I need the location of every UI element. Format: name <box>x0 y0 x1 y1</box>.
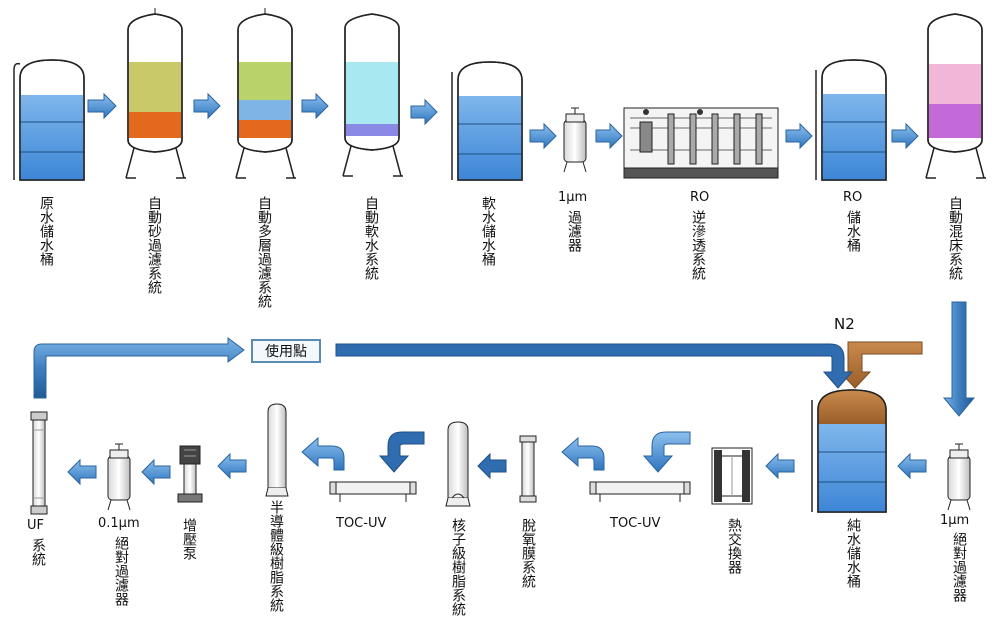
flow-arrow <box>217 452 247 480</box>
label-toc-uv-right: TOC-UV <box>610 516 661 531</box>
flow-arrow <box>67 458 97 486</box>
label-abs-filter-01um: 絕對過濾器 <box>113 536 129 606</box>
absolute-filter-1um <box>947 443 971 511</box>
label-abs-filter-01um-size: 0.1μm <box>98 516 140 531</box>
flow-arrow <box>410 98 438 126</box>
label-n2: N2 <box>834 315 855 333</box>
label-semiconductor-resin: 半導體級樹脂系統 <box>268 500 284 612</box>
label-softener: 自動軟水系統 <box>363 196 379 280</box>
label-soft-water-tank: 軟水儲水桶 <box>480 196 496 266</box>
label-filter-1um: 過濾器 <box>566 210 582 252</box>
label-raw-water-tank: 原水儲水桶 <box>38 196 54 266</box>
nuclear-resin-vessel <box>445 421 471 507</box>
flow-arrow <box>477 452 507 480</box>
label-abs-filter-1um: 絕對過濾器 <box>951 532 967 602</box>
ro-skid <box>623 107 779 179</box>
flow-arrow <box>141 458 171 486</box>
toc-uv-right-unit <box>561 431 691 502</box>
flow-arrow <box>529 122 557 150</box>
mixed-bed-vessel <box>925 13 986 179</box>
label-pure-water-tank: 純水儲水桶 <box>845 518 861 588</box>
flow-arrow <box>891 122 919 150</box>
flow-arrow <box>87 92 117 120</box>
label-toc-uv-left: TOC-UV <box>336 516 387 531</box>
label-mixed-bed: 自動混床系統 <box>947 196 963 280</box>
ro-water-tank <box>815 59 887 181</box>
absolute-filter-01um <box>107 443 131 511</box>
n2-pipe <box>838 341 923 389</box>
multimedia-filter-vessel <box>235 8 296 179</box>
toc-uv-left-unit <box>301 431 425 502</box>
label-sand-filter: 自動砂過濾系統 <box>146 196 162 294</box>
flow-arrow <box>765 452 795 480</box>
label-nuclear-resin: 核子級樹脂系統 <box>450 518 466 616</box>
label-multimedia-filter: 自動多層過濾系統 <box>256 196 272 308</box>
cartridge-filter-top <box>563 107 587 173</box>
flow-arrow <box>301 92 329 120</box>
label-abs-filter-1um-size: 1μm <box>940 513 970 528</box>
label-uf-system: 系統 <box>30 538 46 566</box>
label-ro-tank: 儲水桶 <box>845 210 861 252</box>
label-degas-membrane: 脫氧膜系統 <box>520 518 536 588</box>
flow-arrow <box>595 122 623 150</box>
label-ro-system: 逆滲透系統 <box>690 210 706 280</box>
flow-arrow-down <box>942 301 976 417</box>
semiconductor-resin-vessel <box>265 403 289 497</box>
label-booster-pump: 增壓泵 <box>181 518 197 560</box>
return-loop-pipe <box>33 337 854 399</box>
label-ro-tank-abbr: RO <box>843 190 863 205</box>
degas-membrane <box>519 435 537 503</box>
label-heat-exchanger: 熱交換器 <box>726 518 742 574</box>
soft-water-tank <box>451 61 523 181</box>
uf-module <box>30 411 48 515</box>
flow-arrow <box>785 122 813 150</box>
pure-water-tank <box>811 389 887 513</box>
label-ro-abbr: RO <box>690 190 710 205</box>
flow-arrow <box>193 92 221 120</box>
flow-arrow <box>897 452 927 480</box>
heat-exchanger-unit <box>711 447 753 505</box>
sand-filter-vessel <box>125 8 186 179</box>
use-point-box: 使用點 <box>251 339 321 363</box>
label-filter-1um-size: 1μm <box>558 190 588 205</box>
raw-water-tank <box>13 59 85 181</box>
booster-pump <box>177 445 203 503</box>
label-uf-abbr: UF <box>27 518 44 533</box>
softener-vessel <box>342 13 403 177</box>
